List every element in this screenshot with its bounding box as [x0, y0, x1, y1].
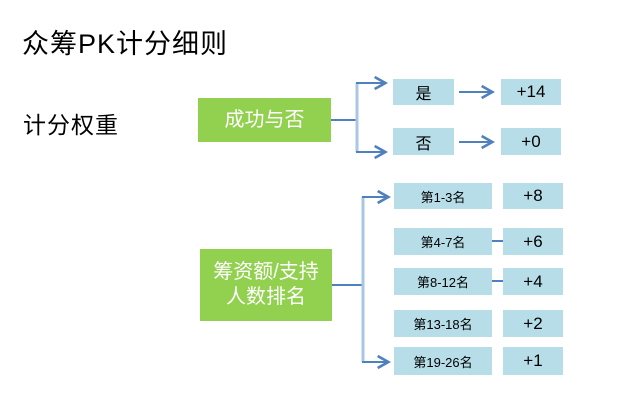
value-no: +0	[501, 128, 561, 155]
branch-node-success-label: 成功与否	[224, 108, 305, 131]
page-title: 众筹PK计分细则	[22, 29, 229, 59]
value-rank-13-18-score: +2	[523, 313, 543, 333]
leaf-rank-19-26: 第19-26名	[394, 347, 492, 375]
value-rank-13-18: +2	[503, 310, 563, 337]
leaf-rank-19-26-label: 第19-26名	[413, 354, 473, 370]
value-yes-score: +14	[516, 82, 546, 101]
branch-node-ranking-label-line2: 人数排名	[226, 286, 306, 308]
value-rank-1-3: +8	[503, 183, 563, 209]
value-yes: +14	[501, 79, 561, 105]
value-rank-8-12: +4	[503, 268, 563, 295]
leaf-rank-4-7-label: 第4-7名	[420, 235, 466, 250]
value-rank-8-12-score: +4	[523, 271, 543, 291]
value-rank-19-26-score: +1	[523, 351, 543, 370]
leaf-rank-8-12: 第8-12名	[394, 268, 492, 295]
section-label: 计分权重	[23, 112, 119, 138]
value-no-score: +0	[521, 131, 541, 151]
branch-node-ranking: 筹资额/支持 人数排名	[200, 249, 332, 321]
branch-node-success: 成功与否	[198, 98, 331, 142]
branch-node-ranking-label-line1: 筹资额/支持	[213, 261, 319, 283]
leaf-no-label: 否	[415, 135, 432, 153]
leaf-rank-1-3-label: 第1-3名	[420, 189, 466, 205]
leaf-rank-13-18-label: 第13-18名	[413, 317, 473, 332]
leaf-rank-1-3: 第1-3名	[394, 183, 492, 209]
value-rank-1-3-score: +8	[523, 186, 543, 205]
leaf-no: 否	[393, 128, 454, 155]
leaf-rank-8-12-label: 第8-12名	[416, 275, 470, 290]
leaf-rank-13-18: 第13-18名	[394, 310, 492, 337]
value-rank-19-26: +1	[503, 347, 563, 375]
leaf-rank-4-7: 第4-7名	[394, 228, 492, 255]
value-rank-4-7-score: +6	[523, 231, 543, 251]
leaf-yes-label: 是	[415, 86, 432, 103]
value-rank-4-7: +6	[503, 228, 563, 255]
leaf-yes: 是	[393, 79, 454, 105]
